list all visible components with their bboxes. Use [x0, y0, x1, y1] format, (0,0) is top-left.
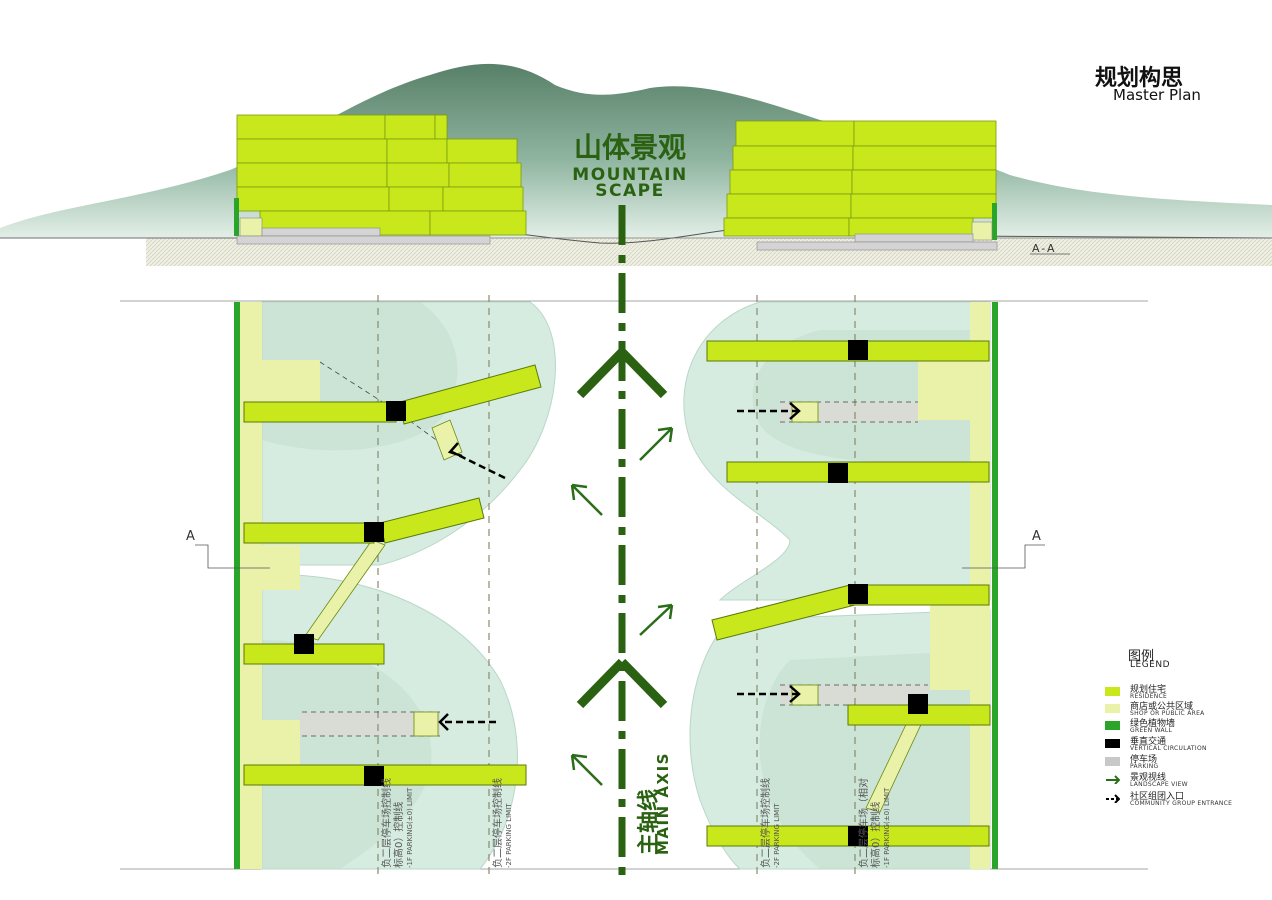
legend-label-en: RESIDENCE	[1130, 693, 1168, 700]
limit-label-right-2f-en: -2F PARKING LIMIT	[773, 803, 781, 868]
vertical-circulation-cores	[294, 340, 928, 846]
section-marker-right	[962, 544, 1045, 569]
residence-blocks-left	[243, 364, 542, 786]
legend-swatch-green-wall	[1105, 721, 1120, 730]
legend-label-cn: 景观视线	[1130, 773, 1167, 783]
section-elevation: 山体景观 MOUNTAIN SCAPE A-A	[0, 63, 1272, 266]
page-title-cn: 规划构思	[1095, 66, 1184, 91]
section-building-left	[234, 114, 527, 245]
section-marker-left-label: A	[186, 529, 195, 544]
section-marker-left	[195, 544, 270, 569]
limit-label-left-1f-cn-b: 标高0）控制线	[392, 802, 405, 868]
limit-label-right-1f-cn: 负二层停车场（相对	[857, 778, 870, 868]
legend-label-cn: 绿色植物墙	[1130, 719, 1176, 729]
limit-label-right-1f-en: -1F PARKING(±0) LIMIT	[883, 787, 891, 868]
legend-label-en: COMMUNITY GROUP ENTRANCE	[1130, 800, 1233, 807]
main-axis-label-en: MAIN AXIS	[654, 752, 672, 855]
mountain-title-en-1: MOUNTAIN	[572, 165, 687, 185]
legend-label-cn: 停车场	[1130, 755, 1158, 765]
legend-swatch-vertical-circulation	[1105, 739, 1120, 748]
public-area-right	[918, 302, 990, 869]
legend-label-en: LANDSCAPE VIEW	[1130, 781, 1188, 788]
legend-label-cn: 社区组团入口	[1130, 792, 1185, 802]
mountain-title-cn: 山体景观	[574, 131, 686, 164]
legend-swatch-public-area	[1105, 704, 1120, 713]
legend-label-en: PARKING	[1130, 763, 1159, 770]
section-label: A-A	[1032, 242, 1057, 255]
legend-item-parking: 停车场 PARKING	[1105, 754, 1265, 776]
green-wall-left	[234, 302, 240, 869]
legend-swatch-residence	[1105, 687, 1120, 696]
legend-item-green-wall: 绿色植物墙 GREEN WALL	[1105, 718, 1265, 740]
legend-label-en: GREEN WALL	[1130, 727, 1173, 734]
legend-item-residence: 规划住宅 RESIDENCE	[1105, 684, 1265, 706]
limit-label-right-1f-cn-b: 标高0）控制线	[869, 802, 882, 868]
section-building-right	[723, 120, 998, 251]
legend-label-en: VERTICAL CIRCULATION	[1130, 745, 1207, 752]
landscape-view-arrow-icon	[1106, 775, 1120, 784]
limit-label-right-2f-cn: 负二层停车场控制线	[759, 778, 772, 868]
limit-label-left-1f-cn: 负二层停车场控制线	[380, 778, 393, 868]
legend-label-cn: 垂直交通	[1130, 737, 1167, 747]
legend-item-vertical-circulation: 垂直交通 VERTICAL CIRCULATION	[1105, 736, 1265, 758]
legend-swatch-parking	[1105, 757, 1120, 766]
main-axis	[576, 205, 668, 880]
legend-item-community-entrance: 社区组团入口 COMMUNITY GROUP ENTRANCE	[1105, 791, 1265, 813]
green-wall-right	[992, 302, 998, 869]
limit-label-left-2f-cn: 负二层停车场控制线	[491, 778, 504, 868]
legend-label-cn: 商店或公共区域	[1130, 702, 1194, 712]
page-title-en: Master Plan	[1113, 86, 1201, 104]
legend-label-en: SHOP OR PUBLIC AREA	[1130, 710, 1205, 717]
legend-title-en: LEGEND	[1130, 660, 1171, 670]
legend-item-public-area: 商店或公共区域 SHOP OR PUBLIC AREA	[1105, 701, 1265, 723]
site-plan: 主轴线 MAIN AXIS A A	[120, 205, 1148, 880]
limit-label-left-2f-en: -2F PARKING LIMIT	[505, 803, 513, 868]
section-marker-right-label: A	[1032, 529, 1041, 544]
main-axis-label-cn: 主轴线	[636, 789, 662, 855]
mountain-title-en-2: SCAPE	[595, 181, 664, 201]
limit-label-left-1f-en: -1F PARKING(±0) LIMIT	[406, 787, 414, 868]
legend-label-cn: 规划住宅	[1130, 685, 1167, 695]
landscape-view-arrows	[570, 426, 674, 786]
legend-item-landscape-view: 景观视线 LANDSCAPE VIEW	[1105, 772, 1265, 794]
community-entrance-arrow-icon	[1106, 794, 1120, 803]
legend-title-cn: 图例	[1128, 649, 1155, 664]
